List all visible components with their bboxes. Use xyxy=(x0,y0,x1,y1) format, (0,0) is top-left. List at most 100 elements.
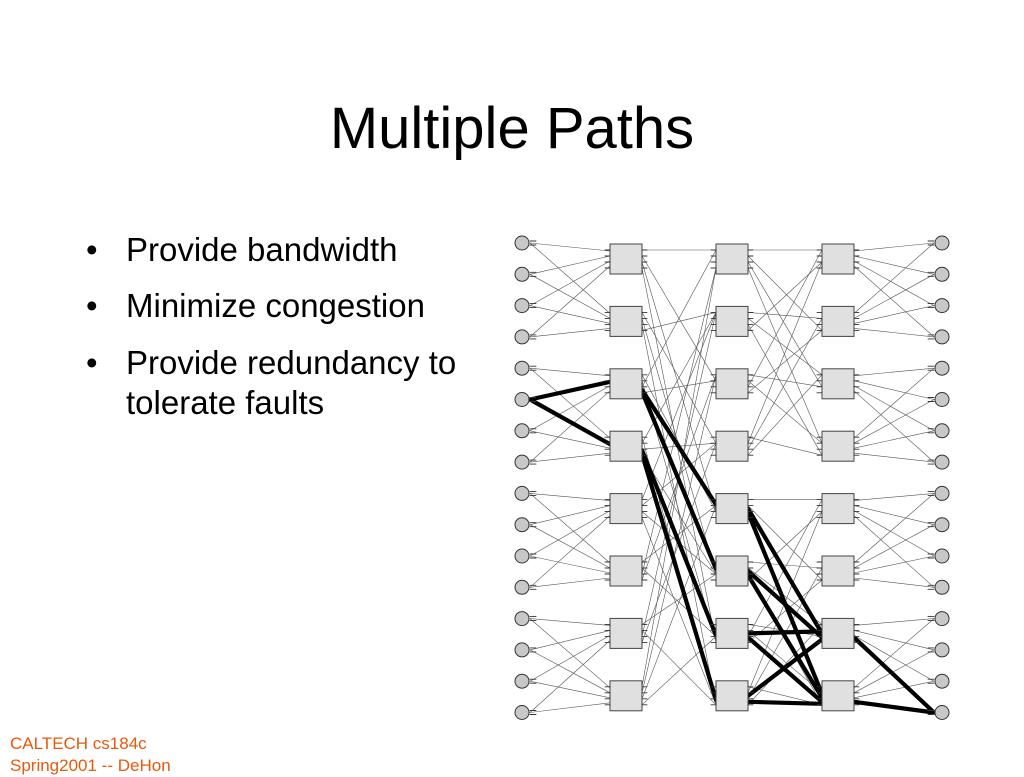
wire xyxy=(747,561,823,569)
wire xyxy=(529,430,611,449)
destination-endpoint-node xyxy=(934,266,950,282)
source-endpoint-node xyxy=(514,360,530,376)
wire xyxy=(529,273,611,319)
switch-node xyxy=(715,617,749,649)
bullet-dot-icon: • xyxy=(86,287,98,325)
wire xyxy=(853,242,935,252)
highlighted-path-segment xyxy=(527,379,613,402)
wire xyxy=(747,261,823,388)
wire xyxy=(853,328,935,338)
wire xyxy=(853,265,935,338)
wire xyxy=(529,328,611,338)
switch-node xyxy=(609,368,643,400)
highlighted-path-segment xyxy=(639,448,719,638)
destination-endpoint-node xyxy=(934,642,950,658)
wire xyxy=(747,380,823,444)
wire xyxy=(853,618,935,626)
switch-node xyxy=(609,430,643,462)
switch-node xyxy=(609,493,643,525)
wire xyxy=(529,493,611,501)
destination-endpoint-node xyxy=(934,705,950,720)
wire xyxy=(747,318,823,376)
destination-endpoint-node xyxy=(934,235,950,251)
source-endpoint-node xyxy=(514,329,530,345)
wire xyxy=(853,385,935,432)
wire xyxy=(853,273,935,319)
wire xyxy=(853,630,935,651)
switch-node xyxy=(821,243,855,275)
source-endpoint-node xyxy=(514,548,530,564)
switch-node xyxy=(715,243,749,275)
wire xyxy=(641,312,717,500)
wire xyxy=(747,318,823,450)
switch-node xyxy=(609,555,643,587)
wire xyxy=(641,312,717,331)
wire xyxy=(853,242,935,314)
bullet-dot-icon: • xyxy=(86,343,98,381)
wire xyxy=(529,618,611,626)
destination-endpoint-node xyxy=(934,517,950,533)
slide-title: Multiple Paths xyxy=(329,96,695,161)
wire xyxy=(529,505,611,526)
wire xyxy=(853,577,935,588)
network-diagram xyxy=(514,235,950,720)
switch-node xyxy=(821,305,855,337)
destination-endpoint-node xyxy=(934,423,950,439)
wire xyxy=(853,452,935,463)
bullet-text: Provide bandwidth xyxy=(126,231,398,268)
bullet-item-congestion: • Minimize congestion xyxy=(84,286,504,326)
wire xyxy=(529,635,611,682)
wire xyxy=(853,260,935,306)
switch-node xyxy=(609,243,643,275)
wire xyxy=(529,702,611,713)
switch-node xyxy=(715,305,749,337)
wire xyxy=(747,267,823,444)
highlighted-path-segment xyxy=(851,635,937,715)
destination-endpoint-node xyxy=(934,611,950,627)
wire xyxy=(747,249,823,388)
wire xyxy=(529,555,611,574)
switch-node xyxy=(715,555,749,587)
source-endpoint-node xyxy=(514,266,530,282)
highlighted-path-segment xyxy=(639,452,719,702)
switch-node xyxy=(609,617,643,649)
wire xyxy=(529,510,611,557)
switch-node xyxy=(821,555,855,587)
wire xyxy=(747,624,823,706)
wire xyxy=(529,680,611,699)
wire xyxy=(747,436,823,456)
highlighted-path-segment xyxy=(639,389,719,572)
wire xyxy=(529,649,611,694)
switch-node xyxy=(821,680,855,712)
wire xyxy=(747,324,823,456)
switch-node xyxy=(715,430,749,462)
wire xyxy=(529,242,611,252)
wire xyxy=(529,577,611,588)
source-endpoint-node xyxy=(514,517,530,533)
wire xyxy=(641,380,717,394)
switch-node xyxy=(715,680,749,712)
wire xyxy=(529,385,611,432)
footer-term: Spring2001 -- DeHon xyxy=(10,756,171,775)
wire xyxy=(529,524,611,569)
wire xyxy=(641,454,717,575)
highlighted-path-segment xyxy=(527,397,613,447)
source-endpoint-node xyxy=(514,235,530,251)
wire xyxy=(747,374,823,388)
destination-endpoint-node xyxy=(934,579,950,595)
highlighted-path-segment xyxy=(745,568,825,640)
wire xyxy=(853,510,935,557)
bullet-item-bandwidth: • Provide bandwidth xyxy=(84,230,504,270)
source-endpoint-node xyxy=(514,298,530,314)
destination-endpoint-node xyxy=(934,454,950,470)
wire xyxy=(641,374,717,694)
wire xyxy=(747,255,823,331)
wire xyxy=(853,390,935,463)
highlighted-path-segment xyxy=(745,629,825,636)
switch-node xyxy=(821,430,855,462)
source-endpoint-node xyxy=(514,485,530,501)
destination-endpoint-node xyxy=(934,298,950,314)
wire xyxy=(853,380,935,400)
highlighted-path-segment xyxy=(745,506,825,636)
source-endpoint-node xyxy=(514,611,530,627)
